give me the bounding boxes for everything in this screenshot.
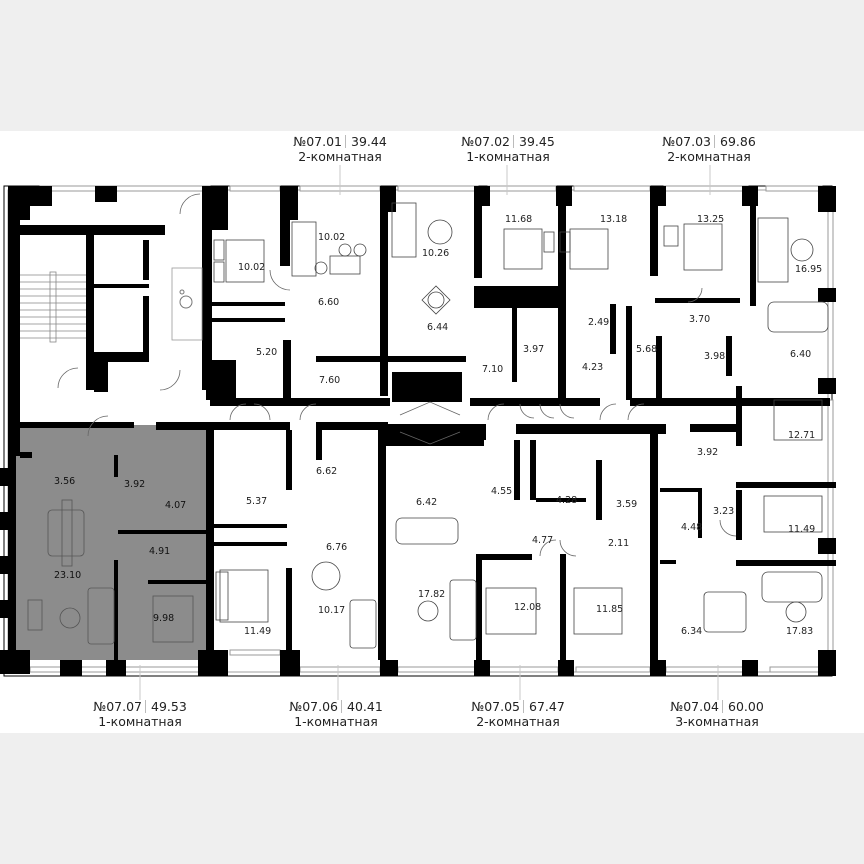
svg-text:23.10: 23.10 <box>54 570 81 581</box>
svg-text:5.37: 5.37 <box>246 496 267 507</box>
svg-text:7.60: 7.60 <box>319 375 340 386</box>
svg-text:10.26: 10.26 <box>422 248 449 259</box>
apartment-number: №07.05 <box>471 699 520 714</box>
apartment-label-0703[interactable]: №07.03 69.86 2-комнатная <box>645 134 773 164</box>
svg-text:3.92: 3.92 <box>124 479 145 490</box>
apartment-label-0707[interactable]: №07.07 49.53 1-комнатная <box>76 699 204 729</box>
svg-text:6.40: 6.40 <box>790 349 811 360</box>
svg-text:3.98: 3.98 <box>704 351 725 362</box>
apartment-area: 49.53 <box>151 699 187 714</box>
svg-text:6.44: 6.44 <box>427 322 448 333</box>
svg-text:9.98: 9.98 <box>153 613 174 624</box>
apartment-number: №07.06 <box>289 699 338 714</box>
furniture <box>27 202 829 649</box>
apartment-number: №07.03 <box>662 134 711 149</box>
svg-text:5.20: 5.20 <box>256 347 277 358</box>
svg-text:4.07: 4.07 <box>165 500 186 511</box>
staircase <box>20 271 86 343</box>
apartment-type: 1-комнатная <box>294 714 378 729</box>
apartment-area: 67.47 <box>529 699 565 714</box>
svg-text:4.77: 4.77 <box>532 535 553 546</box>
apartment-label-0704[interactable]: №07.04 60.00 3-комнатная <box>653 699 781 729</box>
svg-text:11.49: 11.49 <box>788 524 815 535</box>
svg-text:4.28: 4.28 <box>556 495 577 506</box>
svg-text:6.42: 6.42 <box>416 497 437 508</box>
apartment-area: 69.86 <box>720 134 756 149</box>
svg-text:17.83: 17.83 <box>786 626 813 637</box>
svg-text:4.55: 4.55 <box>491 486 512 497</box>
svg-text:13.18: 13.18 <box>600 214 627 225</box>
apartment-number: №07.01 <box>293 134 342 149</box>
svg-text:2.49: 2.49 <box>588 317 609 328</box>
leader-lines <box>139 165 719 700</box>
apartment-number: №07.02 <box>461 134 510 149</box>
svg-text:17.82: 17.82 <box>418 589 445 600</box>
svg-text:4.48: 4.48 <box>681 522 702 533</box>
svg-text:5.68: 5.68 <box>636 344 657 355</box>
wheelchair-icon <box>171 267 203 341</box>
apartment-number: №07.07 <box>93 699 142 714</box>
apartment-type: 1-комнатная <box>98 714 182 729</box>
svg-text:11.85: 11.85 <box>596 604 623 615</box>
apartment-area: 39.44 <box>351 134 387 149</box>
svg-text:6.62: 6.62 <box>316 466 337 477</box>
svg-text:12.08: 12.08 <box>514 602 541 613</box>
svg-text:6.76: 6.76 <box>326 542 347 553</box>
apartment-area: 39.45 <box>519 134 555 149</box>
svg-text:4.23: 4.23 <box>582 362 603 373</box>
svg-text:11.68: 11.68 <box>505 214 532 225</box>
svg-text:3.97: 3.97 <box>523 344 544 355</box>
apartment-type: 3-комнатная <box>675 714 759 729</box>
apartment-type: 2-комнатная <box>667 149 751 164</box>
apartment-label-0705[interactable]: №07.05 67.47 2-комнатная <box>454 699 582 729</box>
svg-text:3.70: 3.70 <box>689 314 710 325</box>
apartment-type: 2-комнатная <box>476 714 560 729</box>
svg-text:11.49: 11.49 <box>244 626 271 637</box>
windows-top <box>39 185 823 192</box>
room-areas: 10.02 10.02 6.60 5.20 7.60 10.26 6.44 11… <box>54 214 822 637</box>
apartment-area: 40.41 <box>347 699 383 714</box>
floor-plan-drawing: 10.02 10.02 6.60 5.20 7.60 10.26 6.44 11… <box>0 165 836 700</box>
svg-text:12.71: 12.71 <box>788 430 815 441</box>
svg-text:4.91: 4.91 <box>149 546 170 557</box>
apartment-type: 2-комнатная <box>298 149 382 164</box>
walls <box>8 186 836 662</box>
apartment-label-0706[interactable]: №07.06 40.41 1-комнатная <box>272 699 400 729</box>
apartment-0707-highlight[interactable] <box>12 425 210 660</box>
svg-text:6.60: 6.60 <box>318 297 339 308</box>
svg-text:3.59: 3.59 <box>616 499 637 510</box>
svg-text:13.25: 13.25 <box>697 214 724 225</box>
svg-text:16.95: 16.95 <box>795 264 822 275</box>
svg-text:7.10: 7.10 <box>482 364 503 375</box>
doors <box>57 193 737 557</box>
apartment-number: №07.04 <box>670 699 719 714</box>
apartment-label-0702[interactable]: №07.02 39.45 1-комнатная <box>444 134 572 164</box>
apartment-type: 1-комнатная <box>466 149 550 164</box>
floor-plan: 10.02 10.02 6.60 5.20 7.60 10.26 6.44 11… <box>0 131 864 733</box>
svg-text:3.23: 3.23 <box>713 506 734 517</box>
svg-text:10.17: 10.17 <box>318 605 345 616</box>
svg-text:3.56: 3.56 <box>54 476 75 487</box>
svg-text:10.02: 10.02 <box>318 232 345 243</box>
apartment-area: 60.00 <box>728 699 764 714</box>
svg-text:3.92: 3.92 <box>697 447 718 458</box>
svg-text:6.34: 6.34 <box>681 626 702 637</box>
svg-text:2.11: 2.11 <box>608 538 629 549</box>
apartment-label-0701[interactable]: №07.01 39.44 2-комнатная <box>276 134 404 164</box>
svg-text:10.02: 10.02 <box>238 262 265 273</box>
